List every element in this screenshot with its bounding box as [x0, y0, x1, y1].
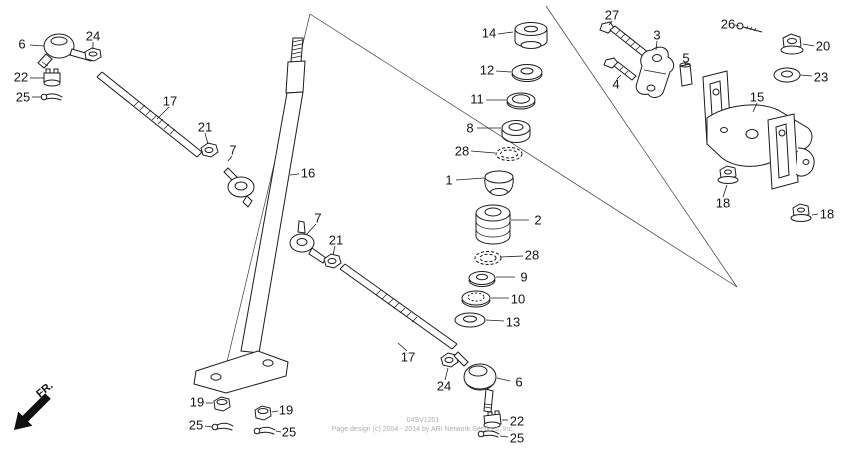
watermark-code: 04SV1201 [406, 417, 440, 424]
pin [679, 62, 693, 87]
castle-nut [483, 410, 502, 429]
bearing-stack [454, 22, 548, 328]
tie-rod [96, 71, 203, 158]
tie-rod [339, 263, 458, 350]
shaft-base-plate [193, 350, 289, 394]
bolt [603, 57, 637, 81]
cotter-pin [211, 422, 234, 431]
tie-rod-end-housing [453, 351, 497, 413]
bracket-hardware [599, 21, 815, 222]
lock-ring [474, 251, 502, 265]
fastener-group [211, 396, 276, 435]
lock-ring [495, 147, 523, 161]
fr-arrow: FR. [14, 380, 56, 430]
upper-holder [514, 22, 548, 49]
base-plate-hole [262, 359, 274, 367]
dust-seal [484, 170, 514, 196]
fr-arrow-label: FR. [34, 380, 55, 401]
steering-column-bracket [702, 70, 815, 190]
watermark: 04SV1201 Page design (c) 2004 - 2014 by … [318, 416, 528, 434]
screw [736, 22, 763, 33]
bearing-cup [501, 120, 531, 143]
cotter-pin [253, 426, 276, 435]
watermark-credit: Page design (c) 2004 - 2014 by ARI Netwo… [331, 426, 515, 433]
washer [454, 312, 486, 328]
rod-end-ball-joint [289, 220, 327, 264]
flange-nut [780, 33, 804, 55]
base-plate-hole [210, 373, 222, 381]
bearing-housing [475, 204, 511, 245]
rod-end-ball-joint [223, 167, 255, 208]
washer [511, 64, 543, 82]
ball-stud [37, 53, 53, 69]
flange-nut [790, 203, 812, 222]
flange-nut [717, 165, 739, 184]
bracket-lever [635, 46, 675, 98]
cotter-pin [477, 430, 500, 438]
leader-lines [29, 20, 819, 438]
lock-nut [200, 142, 219, 158]
flange-bolt [599, 21, 650, 58]
cotter-pin [40, 93, 63, 101]
castle-nut [43, 68, 61, 87]
rod-nut [440, 352, 459, 368]
fr-arrow-glyph [14, 393, 51, 430]
rod-nut [84, 47, 102, 62]
washer [468, 271, 496, 287]
ball-stud [483, 388, 494, 413]
bearing [461, 290, 491, 308]
nut [254, 405, 272, 421]
lock-nut [323, 253, 342, 269]
steering-shaft [193, 37, 306, 394]
tie-rod-lower [289, 220, 502, 438]
washer [506, 92, 536, 110]
tie-rod-end-housing [43, 33, 75, 59]
tie-rod-upper [37, 33, 255, 208]
nut [213, 396, 231, 412]
washer [773, 67, 801, 83]
